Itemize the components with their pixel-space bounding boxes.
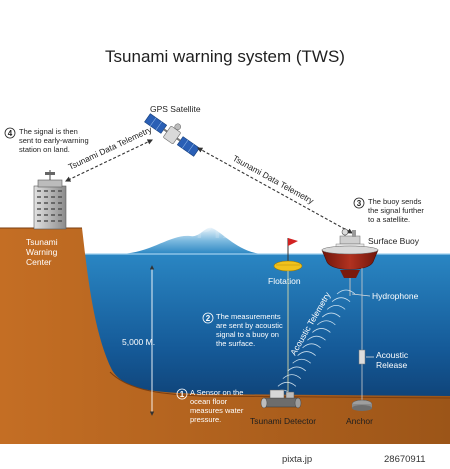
step-1: 1 A Sensor on the ocean floor measures w…	[176, 388, 244, 424]
svg-text:the surface.: the surface.	[216, 339, 255, 348]
acoustic-wave-arc	[297, 351, 316, 356]
surface-buoy-label: Surface Buoy	[368, 236, 420, 246]
depth-label: 5,000 M.	[122, 337, 155, 347]
satellite-icon	[144, 113, 200, 157]
acoustic-wave-arc	[307, 335, 326, 341]
step-2: 2 The measurements are sent by acoustic …	[202, 312, 283, 348]
acoustic-wave-arc	[331, 297, 351, 302]
footer-bar	[0, 444, 450, 469]
gps-satellite-label: GPS Satellite	[150, 104, 201, 114]
acoustic-wave-arc	[312, 328, 331, 333]
svg-text:1: 1	[180, 390, 185, 399]
svg-text:3: 3	[357, 199, 362, 208]
hydrophone-label: Hydrophone	[372, 291, 419, 301]
acoustic-release-device	[358, 349, 366, 365]
hydrophone-pointer	[351, 293, 371, 297]
svg-text:4: 4	[8, 129, 13, 138]
acoustic-wave-arc	[277, 381, 297, 387]
anchor-label: Anchor	[346, 416, 373, 426]
warning-center-label-1: Tsunami	[26, 237, 58, 247]
flotation-float	[273, 260, 303, 272]
telemetry-label-right: Tsunami Data Telemetry	[231, 153, 316, 206]
svg-text:The buoy sends: The buoy sends	[368, 197, 422, 206]
acoustic-release-label-2: Release	[376, 360, 407, 370]
svg-text:2: 2	[206, 314, 211, 323]
svg-text:the signal further: the signal further	[368, 206, 424, 215]
building-icon	[33, 170, 67, 230]
acoustic-signal-waves	[272, 289, 356, 395]
acoustic-wave-arc	[317, 320, 336, 326]
svg-text:The signal is then: The signal is then	[19, 127, 78, 136]
svg-text:to a satellite.: to a satellite.	[368, 215, 410, 224]
tsunami-wave	[118, 227, 262, 254]
svg-text:station on land.: station on land.	[19, 145, 70, 154]
diagram-title: Tsunami warning system (TWS)	[105, 47, 345, 66]
acoustic-wave-arc	[336, 289, 356, 295]
telemetry-arrow-left	[65, 139, 153, 182]
warning-center-label-2: Warning	[26, 247, 58, 257]
footer-id: 28670911	[384, 454, 426, 465]
svg-text:measures water: measures water	[190, 406, 244, 415]
svg-text:ocean floor: ocean floor	[190, 397, 228, 406]
svg-text:The measurements: The measurements	[216, 312, 281, 321]
acoustic-wave-arc	[321, 312, 341, 318]
telemetry-label-left: Tsunami Data Telemetry	[67, 124, 154, 172]
watermark: PIXTA	[196, 217, 275, 244]
footer-brand: pixta.jp	[282, 454, 312, 465]
svg-text:are sent by acoustic: are sent by acoustic	[216, 321, 283, 330]
acoustic-release-label-1: Acoustic	[376, 350, 409, 360]
flotation-label: Flotation	[268, 276, 301, 286]
sensor-icon	[260, 389, 302, 409]
anchor-weight-icon	[351, 399, 373, 411]
buoy-icon	[321, 228, 379, 296]
acoustic-wave-arc	[282, 374, 302, 379]
step-3: 3 The buoy sends the signal further to a…	[353, 197, 424, 224]
step-4: 4 The signal is then sent to early-warni…	[4, 127, 89, 154]
svg-text:sent to early-warning: sent to early-warning	[19, 136, 89, 145]
flag-icon	[287, 238, 298, 262]
land-shelf	[0, 228, 450, 444]
acoustic-wave-arc	[292, 358, 311, 364]
acoustic-wave-arc	[326, 304, 346, 310]
acoustic-wave-arc	[287, 366, 307, 372]
telemetry-arrow-right	[197, 147, 353, 234]
svg-text:pressure.: pressure.	[190, 415, 221, 424]
warning-center-label-3: Center	[26, 257, 52, 267]
acoustic-wave-arc	[302, 343, 321, 349]
svg-text:A Sensor on the: A Sensor on the	[190, 388, 243, 397]
svg-text:signal to a buoy on: signal to a buoy on	[216, 330, 279, 339]
tsunami-detector-label: Tsunami Detector	[250, 416, 316, 426]
